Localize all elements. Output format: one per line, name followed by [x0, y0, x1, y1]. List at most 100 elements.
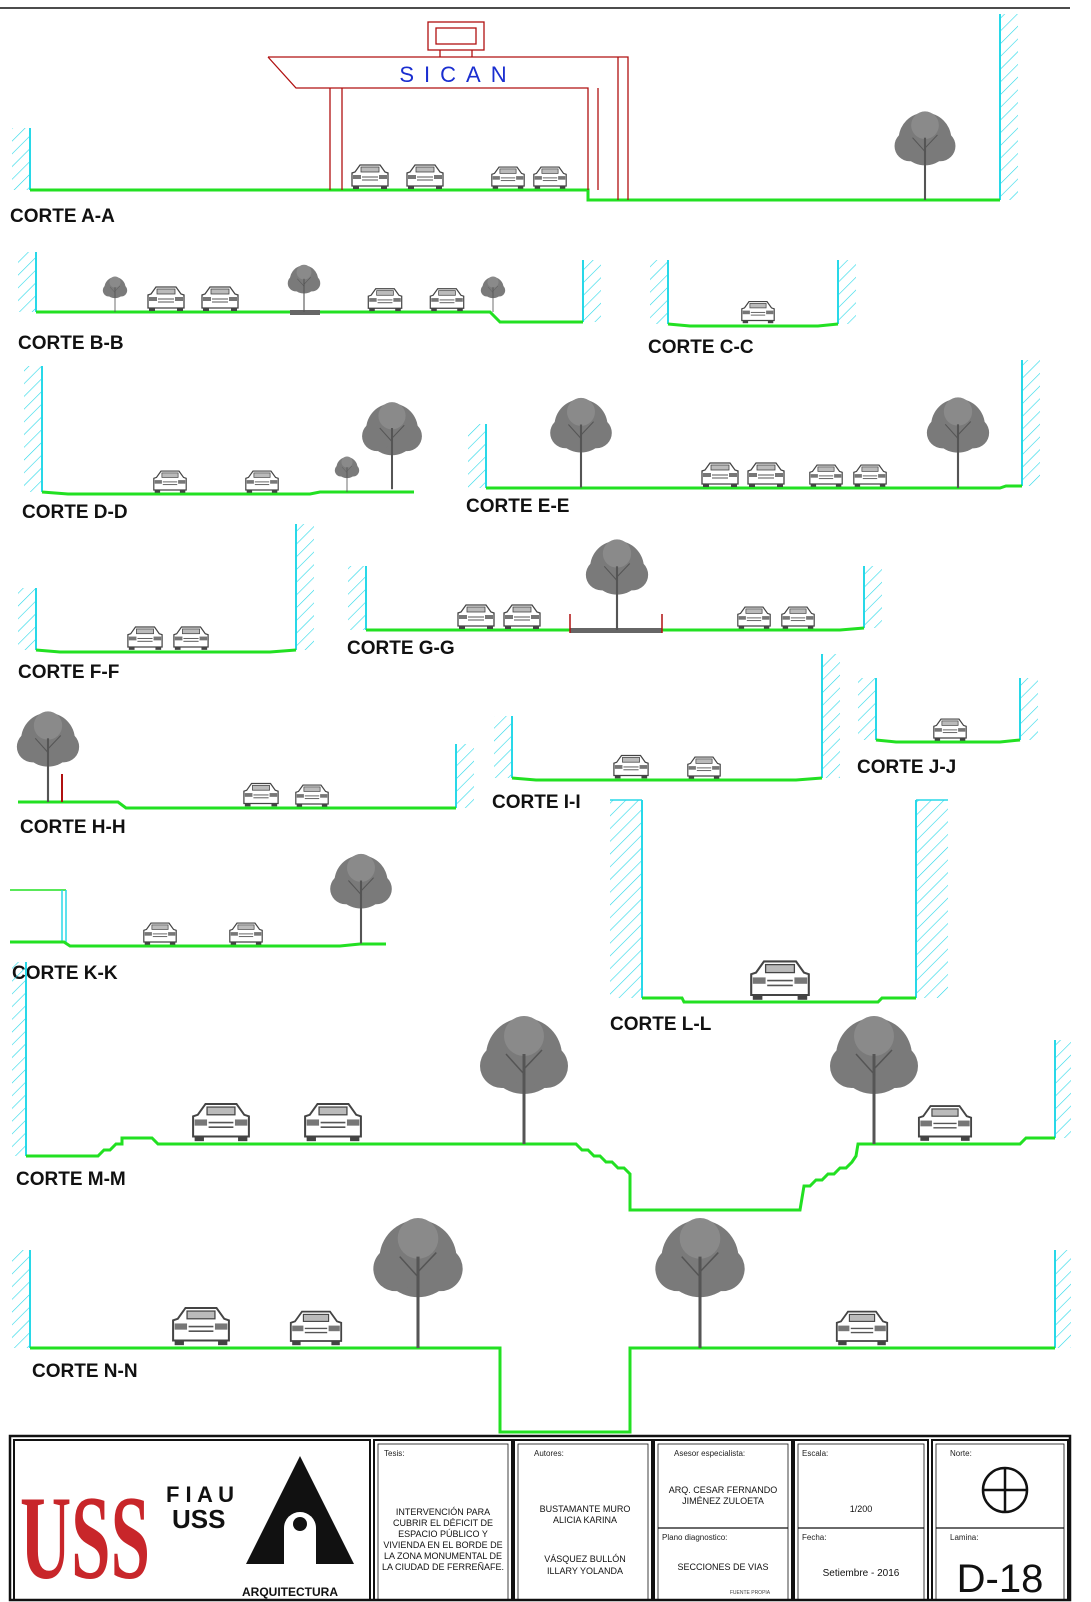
title-block: USS F I A U USS ARQUITECTURA Tesis: INTE…	[8, 1434, 1072, 1602]
car-icon	[173, 626, 209, 651]
escala-value: 1/200	[850, 1504, 873, 1514]
section-label: CORTE N-N	[32, 1361, 138, 1382]
section-label: CORTE D-D	[22, 502, 128, 523]
car-icon	[245, 470, 279, 494]
car-icon	[143, 922, 177, 946]
section-label: CORTE C-C	[648, 337, 754, 358]
north-arrow-icon	[981, 1466, 1029, 1514]
tree-icon	[828, 1014, 920, 1144]
autor-line: BUSTAMANTE MURO	[540, 1504, 631, 1514]
section-j-j: CORTE J-J	[857, 678, 1038, 778]
sican-sign-text: SICAN	[399, 62, 516, 87]
car-icon	[147, 286, 185, 312]
autor-line: ALICIA KARINA	[553, 1515, 617, 1525]
autor-line: ILLARY YOLANDA	[547, 1566, 623, 1576]
arquitectura-logo	[246, 1456, 354, 1564]
car-icon	[701, 462, 739, 488]
car-icon	[153, 470, 187, 494]
tree-icon	[653, 1216, 747, 1348]
car-icon	[750, 960, 810, 1001]
asesor-line: ARQ. CESAR FERNANDO	[669, 1485, 778, 1495]
section-label: CORTE M-M	[16, 1169, 126, 1190]
tree-icon	[478, 1014, 570, 1144]
uss-text: USS	[172, 1504, 225, 1534]
section-label: CORTE H-H	[20, 817, 126, 838]
car-icon	[853, 464, 887, 488]
section-label: CORTE G-G	[347, 638, 455, 659]
car-icon	[491, 166, 525, 190]
tree-icon	[480, 276, 506, 312]
tree-icon	[893, 110, 957, 200]
car-icon	[127, 626, 163, 651]
fuente-text: FUENTE PROPIA	[730, 1590, 771, 1596]
car-icon	[809, 464, 843, 488]
section-l-l: CORTE L-L	[610, 799, 948, 1035]
section-label: CORTE K-K	[12, 963, 118, 984]
plano-value: SECCIONES DE VIAS	[677, 1562, 768, 1572]
section-n-n: CORTE N-N	[12, 1216, 1071, 1434]
car-icon	[917, 1105, 973, 1142]
car-icon	[351, 164, 389, 190]
car-icon	[192, 1102, 250, 1143]
tree-icon	[925, 396, 991, 488]
car-icon	[172, 1306, 230, 1347]
tesis-line: LA ZONA MONUMENTAL DE	[384, 1551, 502, 1561]
section-label: CORTE F-F	[18, 662, 119, 683]
tree-icon	[584, 538, 650, 630]
section-g-g: CORTE G-G	[347, 538, 882, 659]
tesis-line: VIVIENDA EN EL BORDE DE	[383, 1540, 502, 1550]
tree-icon	[102, 276, 128, 312]
section-h-h: CORTE H-H	[15, 710, 474, 838]
car-icon	[406, 164, 444, 190]
car-icon	[457, 604, 495, 630]
lamina-value: D-18	[957, 1557, 1044, 1601]
fecha-label: Fecha:	[802, 1533, 826, 1542]
section-d-d: CORTE D-D	[22, 366, 424, 523]
section-label: CORTE B-B	[18, 333, 124, 354]
tree-icon	[329, 852, 393, 944]
section-label: CORTE I-I	[492, 792, 581, 813]
car-icon	[835, 1310, 889, 1347]
car-icon	[295, 784, 329, 808]
uss-logo: USS	[20, 1471, 150, 1602]
norte-label: Norte:	[950, 1449, 972, 1458]
arquitectura-text: ARQUITECTURA	[242, 1585, 338, 1599]
car-icon	[533, 166, 567, 190]
tesis-line: INTERVENCIÓN PARA	[396, 1507, 490, 1517]
asesor-line: JIMÉNEZ ZULOETA	[682, 1496, 764, 1506]
car-icon	[933, 718, 967, 742]
plano-label: Plano diagnostico:	[662, 1533, 727, 1542]
tree-icon	[549, 396, 613, 488]
asesor-label: Asesor especialista:	[674, 1449, 745, 1458]
car-icon	[304, 1102, 362, 1143]
car-icon	[741, 300, 775, 324]
car-icon	[687, 756, 721, 780]
car-icon	[243, 782, 279, 807]
tesis-line: CUBRIR EL DÉFICIT DE	[393, 1518, 493, 1528]
tesis-line: ESPACIO PÚBLICO Y	[398, 1529, 488, 1539]
section-label: CORTE J-J	[857, 757, 956, 778]
section-f-f: CORTE F-F	[18, 524, 314, 683]
car-icon	[613, 754, 649, 779]
car-icon	[229, 922, 263, 946]
tree-icon	[334, 456, 360, 492]
car-icon	[747, 462, 785, 488]
fiau-text: F I A U	[166, 1482, 234, 1507]
section-c-c: CORTE C-C	[648, 260, 856, 358]
car-icon	[289, 1310, 343, 1347]
escala-label: Escala:	[802, 1449, 828, 1458]
sican-gate	[267, 21, 629, 200]
car-icon	[367, 288, 403, 312]
section-i-i: CORTE I-I	[492, 654, 840, 813]
section-b-b: CORTE B-B	[18, 252, 601, 354]
tesis-line: LA CIUDAD DE FERREÑAFE.	[382, 1562, 504, 1572]
uss-logo-mark: USS	[20, 1471, 150, 1602]
car-icon	[737, 606, 771, 630]
tree-icon	[15, 710, 81, 802]
section-m-m: CORTE M-M	[12, 962, 1071, 1212]
tree-icon	[287, 264, 321, 312]
section-label: CORTE E-E	[466, 496, 569, 517]
autor-line: VÁSQUEZ BULLÓN	[544, 1554, 626, 1564]
section-label: CORTE A-A	[10, 206, 115, 227]
